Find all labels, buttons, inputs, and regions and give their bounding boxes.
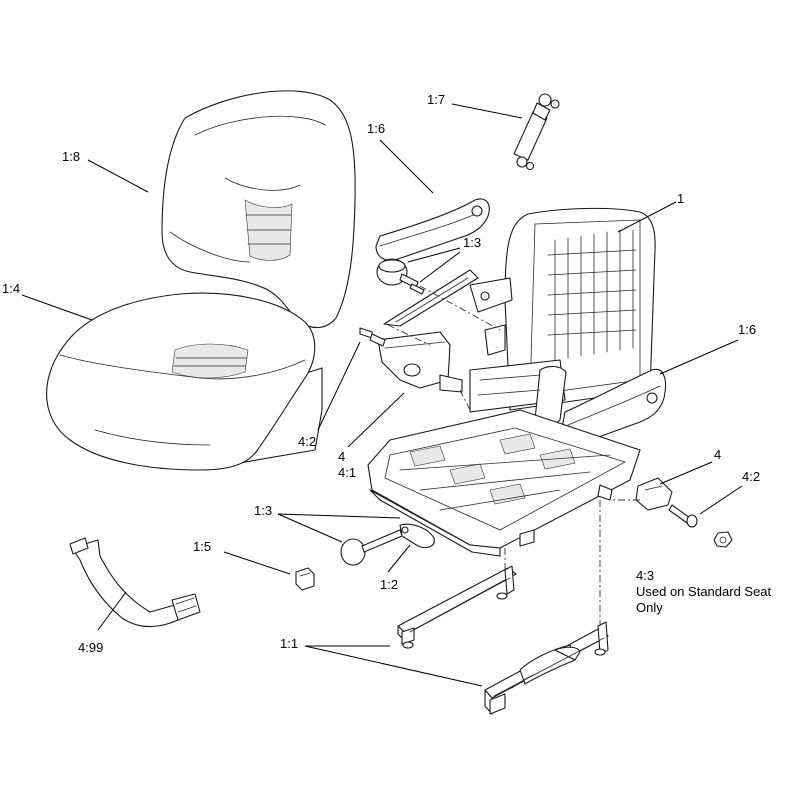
- gas-damper[interactable]: [513, 93, 560, 171]
- seat-pan-straps: [399, 433, 611, 511]
- label-1-3-bottom: 1:3: [254, 503, 272, 518]
- leader-lines: [21, 103, 743, 687]
- seat-frame-assembly[interactable]: [469, 207, 656, 427]
- label-1: 1: [677, 191, 684, 206]
- fore-aft-handle[interactable]: [399, 523, 435, 549]
- seat-pan-frame[interactable]: [367, 409, 641, 557]
- note-standard-seat-line2: Only: [636, 600, 663, 615]
- label-4-1: 4:1: [338, 465, 356, 480]
- label-4-2-left: 4:2: [298, 434, 316, 449]
- seat-slide-rail-left[interactable]: [397, 565, 517, 649]
- label-1-7: 1:7: [427, 92, 445, 107]
- assembly-center-lines: [387, 285, 640, 626]
- label-4-2-right: 4:2: [742, 469, 760, 484]
- label-1-4: 1:4: [2, 281, 20, 296]
- label-4-left: 4: [338, 449, 345, 464]
- seat-belt[interactable]: [69, 537, 201, 628]
- backrest-mesh: [547, 229, 637, 361]
- label-4-99: 4:99: [78, 640, 103, 655]
- label-1-8: 1:8: [62, 149, 80, 164]
- label-1-3-top: 1:3: [463, 235, 481, 250]
- note-standard-seat-line1: Used on Standard Seat: [636, 584, 772, 599]
- label-1-6-right: 1:6: [738, 322, 756, 337]
- seat-slide-rail-right[interactable]: [484, 621, 609, 715]
- label-1-2: 1:2: [380, 577, 398, 592]
- recline-lever-bracket[interactable]: [383, 269, 479, 327]
- seat-switch-assembly-left[interactable]: [359, 327, 463, 393]
- seat-switch-right[interactable]: [635, 477, 673, 511]
- label-4-right: 4: [714, 447, 721, 462]
- adjustment-knob-top[interactable]: [376, 258, 425, 295]
- label-4-3: 4:3: [636, 568, 654, 583]
- seat-bottom-cushion[interactable]: [46, 292, 323, 471]
- label-1-6-top: 1:6: [367, 121, 385, 136]
- nut[interactable]: [713, 531, 733, 548]
- left-armrest[interactable]: [375, 198, 490, 261]
- seat-back-cushion[interactable]: [161, 90, 356, 329]
- bolt-right[interactable]: [668, 504, 698, 528]
- label-1-1: 1:1: [280, 636, 298, 651]
- label-1-5: 1:5: [193, 539, 211, 554]
- callout-labels: 1:7 1:6 1:8 1 1:3 1:4 1:6 4:2 4 4:1 4 4:…: [2, 92, 772, 655]
- wire-clip[interactable]: [295, 567, 315, 591]
- adjustment-knob-bottom[interactable]: [340, 529, 403, 566]
